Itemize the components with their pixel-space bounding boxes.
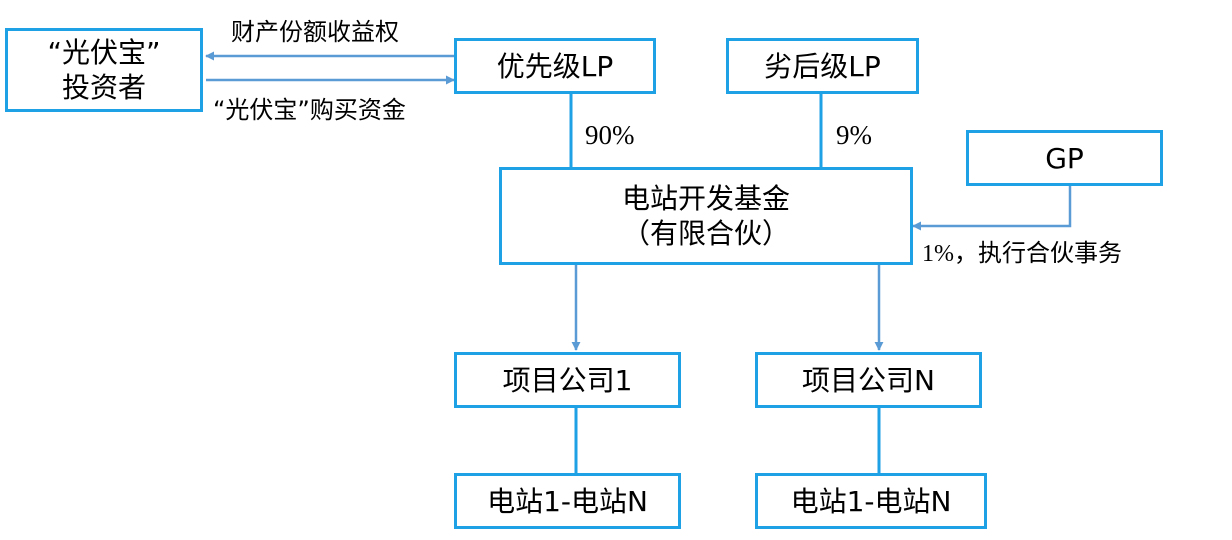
investor-node: “光伏宝” 投资者 (5, 28, 203, 112)
edge-label-senior-share: 90% (585, 120, 635, 150)
edge-label-purchase-funds: “光伏宝”购买资金 (213, 96, 406, 124)
stations-right-node: 电站1-电站N (755, 473, 987, 529)
fund-label-line2: （有限合伙） (621, 217, 790, 250)
project-1-node: 项目公司1 (454, 352, 681, 408)
junior-lp-node: 劣后级LP (726, 38, 919, 94)
senior-lp-node: 优先级LP (454, 38, 656, 94)
project-n-label: 项目公司N (802, 363, 935, 397)
stations-left-label: 电站1-电站N (487, 484, 648, 518)
edge-label-junior-share: 9% (836, 120, 872, 150)
fund-node: 电站开发基金 （有限合伙） (499, 167, 913, 265)
investor-label-line2: 投资者 (61, 71, 146, 104)
investor-label-line1: “光伏宝” (47, 36, 161, 69)
project-n-node: 项目公司N (755, 352, 982, 408)
gp-node: GP (966, 130, 1163, 186)
edge-label-gp-share: 1% (922, 241, 954, 267)
senior-lp-label: 优先级LP (496, 49, 614, 83)
stations-right-label: 电站1-电站N (790, 484, 952, 518)
gp-label: GP (1045, 141, 1084, 175)
junior-lp-label: 劣后级LP (764, 49, 881, 83)
edge-label-gp: 1%，执行合伙事务 (922, 233, 1122, 268)
stations-left-node: 电站1-电站N (454, 473, 681, 529)
edge-label-return-rights: 财产份额收益权 (231, 18, 399, 46)
arrow-gp-to-fund (912, 186, 1072, 231)
fund-label-line1: 电站开发基金 (621, 182, 790, 215)
project-1-label: 项目公司1 (502, 363, 633, 397)
edge-label-gp-role: ，执行合伙事务 (954, 239, 1122, 267)
